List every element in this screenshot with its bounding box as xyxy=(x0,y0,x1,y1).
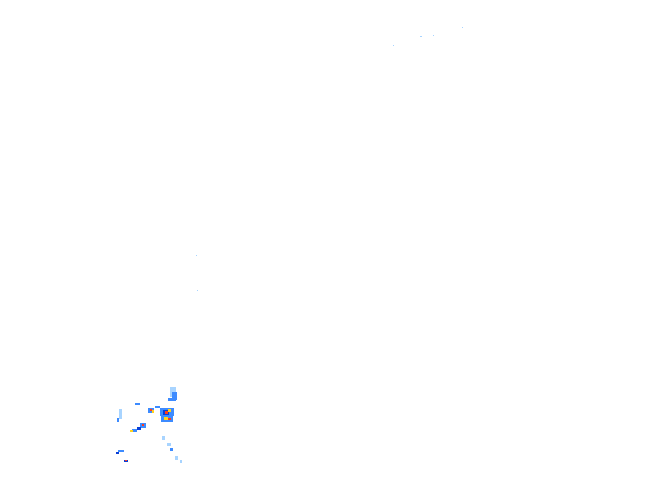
radar-echo-moderate xyxy=(170,448,173,451)
radar-echo-moderate xyxy=(132,429,137,432)
radar-echo-heavy xyxy=(137,427,141,430)
radar-echo-light xyxy=(119,409,122,419)
radar-echo-light xyxy=(162,436,165,440)
radar-echo-moderate xyxy=(168,398,176,401)
radar-echo-severe xyxy=(150,409,152,411)
radar-echo-intense xyxy=(130,430,133,432)
radar-echo-light xyxy=(180,460,182,463)
radar-echo-heavy xyxy=(116,452,119,454)
radar-echo-light xyxy=(420,36,422,37)
radar-echo-light xyxy=(393,45,394,46)
radar-echo-light xyxy=(167,443,171,446)
radar-echo-severe xyxy=(125,460,127,461)
radar-echo-moderate xyxy=(117,418,119,422)
radar-echo-moderate xyxy=(155,406,160,408)
radar-echo-light xyxy=(462,27,463,28)
radar-echo-severe xyxy=(168,418,171,420)
radar-echo-intense xyxy=(168,409,171,412)
radar-echo-intense xyxy=(164,417,168,420)
radar-echo-moderate xyxy=(135,403,140,405)
radar-echo-intense xyxy=(152,410,154,413)
radar-echo-light xyxy=(197,290,198,291)
radar-echo-moderate xyxy=(172,392,177,400)
radar-echo-moderate xyxy=(118,450,124,452)
radar-echo-light xyxy=(175,456,178,460)
radar-echo-light xyxy=(433,35,434,36)
radar-echo-severe xyxy=(142,424,144,426)
radar-echo-light xyxy=(196,255,197,256)
radar-echo-severe xyxy=(165,411,168,414)
